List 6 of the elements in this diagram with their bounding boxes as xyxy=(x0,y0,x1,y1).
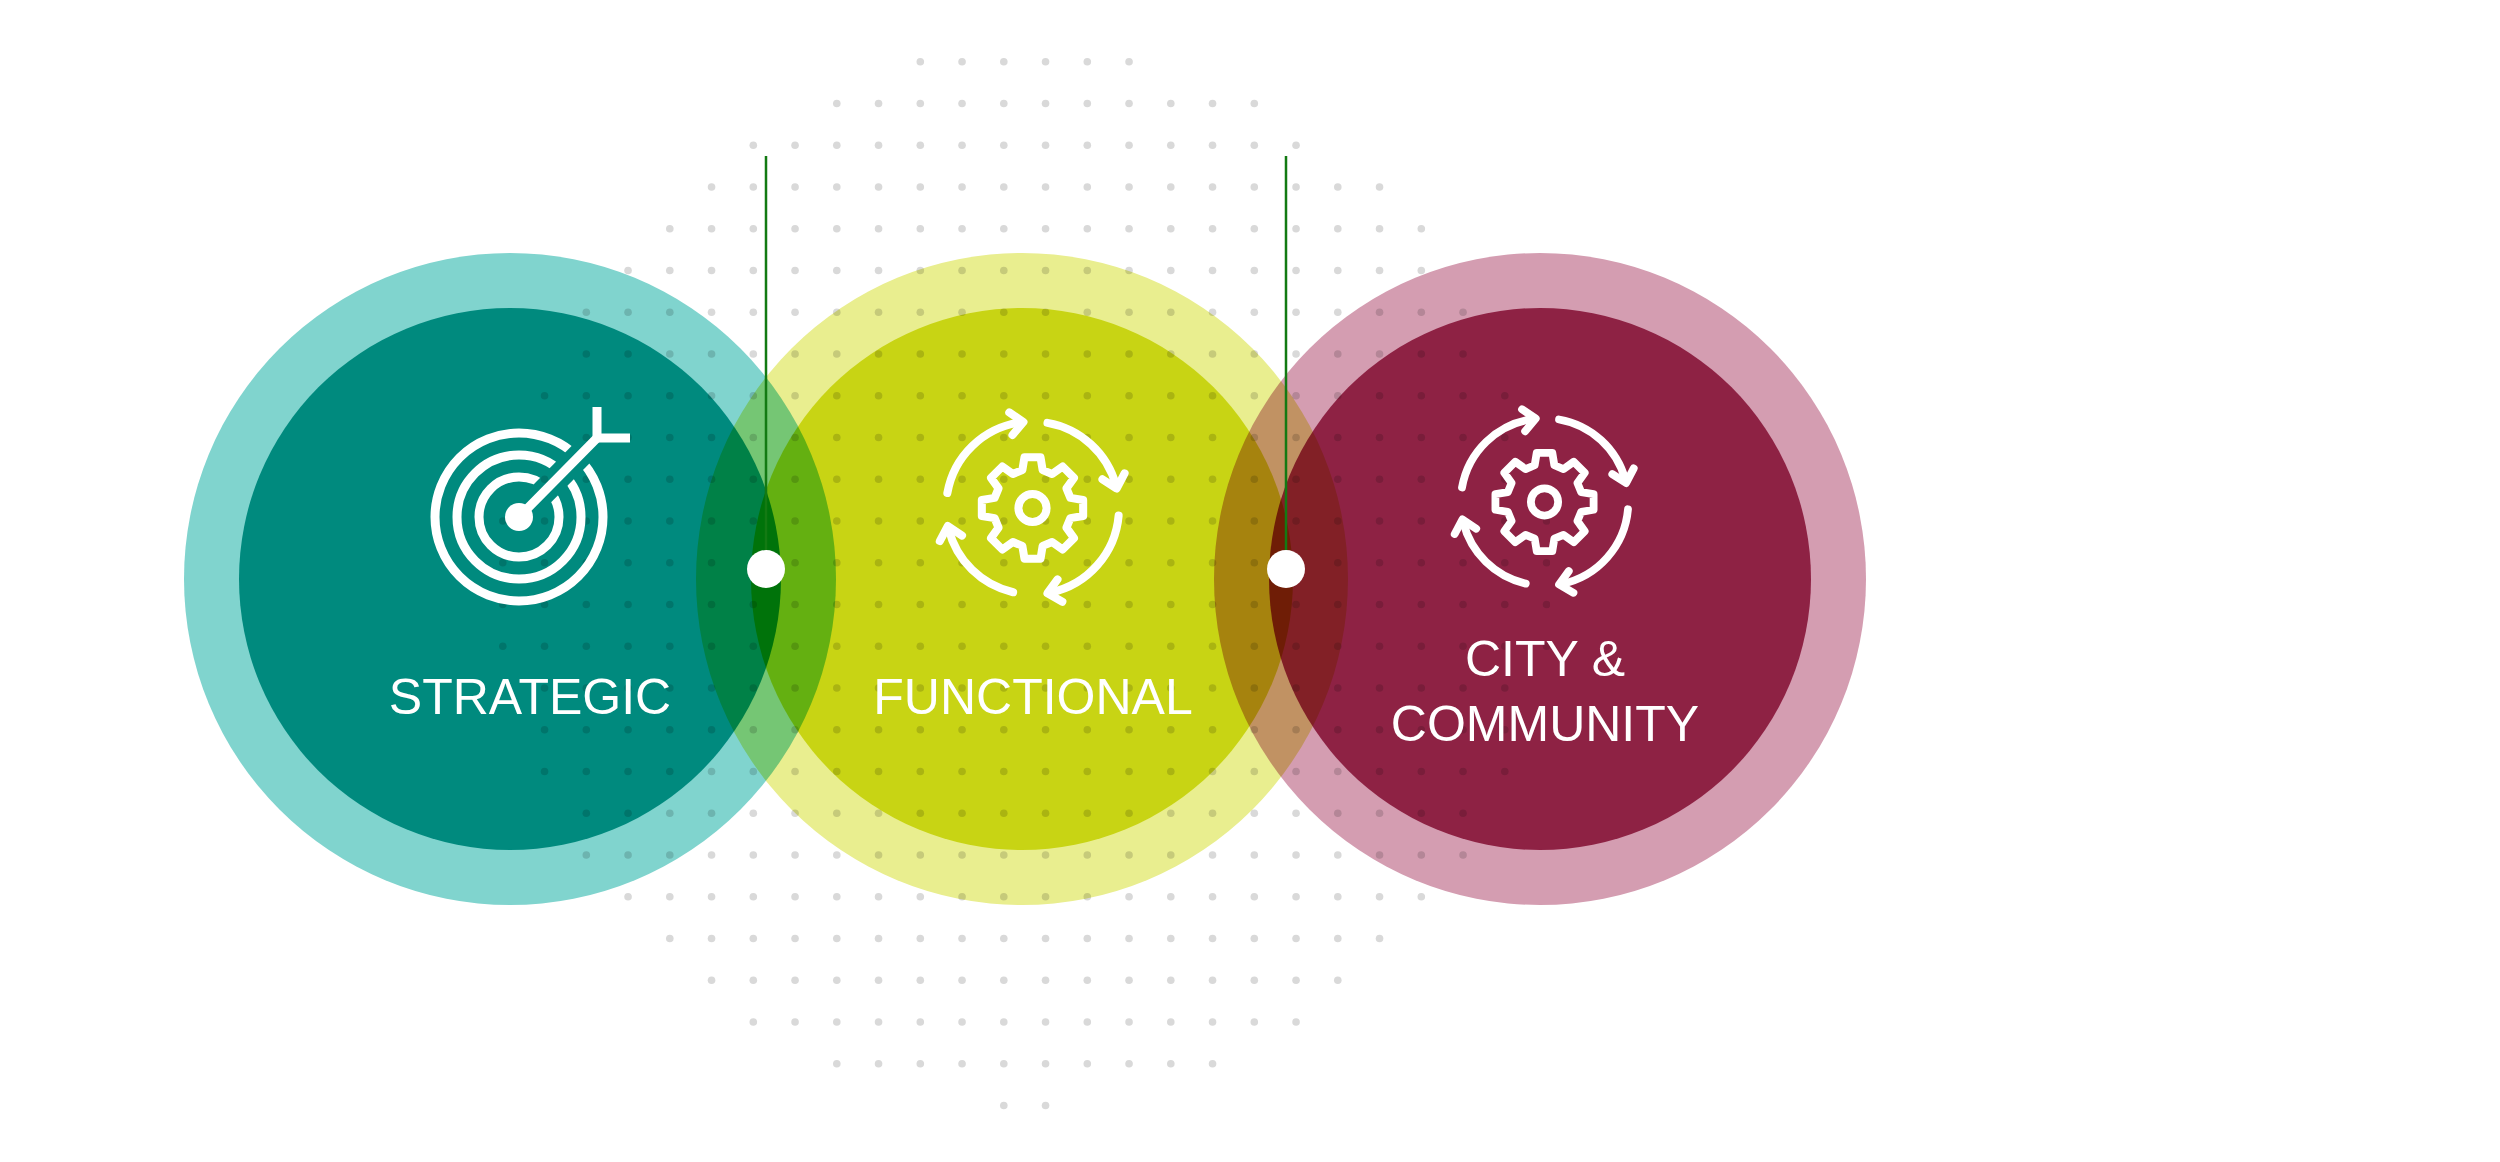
pin-line xyxy=(764,156,768,550)
category-title: STRATEGIC xyxy=(388,668,672,727)
category-title: FUNCTIONAL xyxy=(873,668,1193,727)
pin-line xyxy=(1284,156,1288,550)
category-title: CITY & COMMUNITY xyxy=(1389,630,1701,754)
category-circle xyxy=(1214,253,1866,905)
